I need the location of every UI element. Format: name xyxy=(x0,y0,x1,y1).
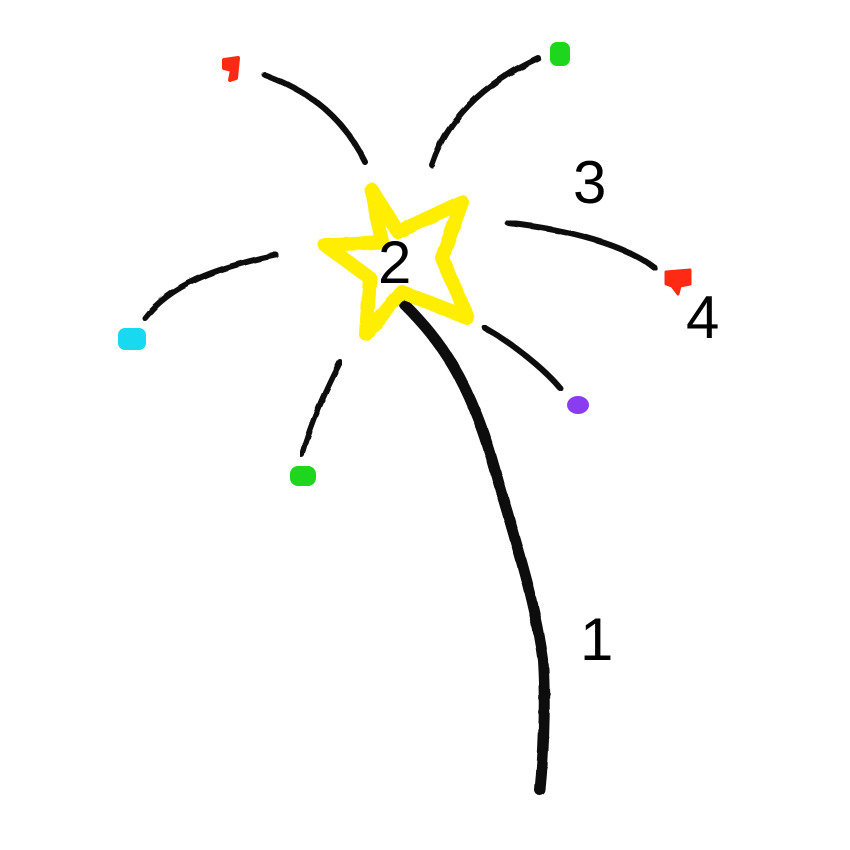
label-stem: 1 xyxy=(580,606,613,673)
label-upper-right-branch: 3 xyxy=(573,149,606,216)
firework-star-icon xyxy=(318,183,475,341)
paint-dot-icon xyxy=(222,56,240,82)
label-star: 2 xyxy=(378,229,411,296)
label-right-dot: 4 xyxy=(686,284,719,351)
paint-dot-icon xyxy=(550,42,570,66)
branch-right xyxy=(505,220,658,271)
paint-dot-icon xyxy=(118,328,146,350)
stem-stroke xyxy=(399,299,550,796)
branch-top-left xyxy=(262,72,368,165)
branch-lower-right xyxy=(482,325,563,391)
paint-dot-icon xyxy=(567,396,589,414)
paint-dot-icon xyxy=(290,466,316,486)
paint-dot-icon xyxy=(664,268,692,296)
branch-lower-left xyxy=(299,359,343,458)
branch-top-right xyxy=(429,55,541,168)
branch-left xyxy=(142,252,279,321)
